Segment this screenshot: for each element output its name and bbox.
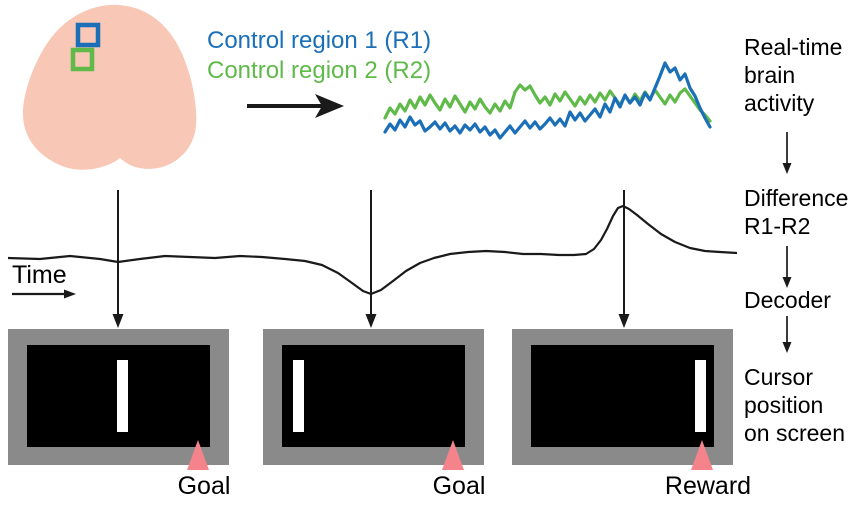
- flow-arrow-difference-to-decoder: [782, 246, 792, 288]
- flow-step-realtime-brain-activity: Real-time brain activity: [744, 34, 843, 116]
- flow-step-decoder: Decoder: [744, 287, 831, 313]
- cursor-bar: [293, 360, 304, 432]
- r1-activity-trace: [383, 61, 712, 140]
- flow-step-cursor-position: Cursor position on screen: [744, 364, 846, 446]
- goal-label-1: Goal: [177, 472, 231, 500]
- goal-marker-triangle-icon: [187, 440, 209, 470]
- brain-to-traces-arrow: [247, 94, 344, 118]
- timepoint-arrow-3: [618, 190, 630, 328]
- cursor-bar: [695, 360, 706, 432]
- task-screen-2: [263, 329, 484, 470]
- goal-label-2: Goal: [432, 472, 486, 500]
- flow-arrow-activity-to-difference: [782, 132, 792, 174]
- reward-marker-triangle-icon: [691, 440, 713, 470]
- difference-signal-curve: [7, 204, 738, 296]
- task-screen-1: [8, 329, 229, 470]
- r2-activity-trace: [383, 83, 712, 123]
- brain-outline: [22, 4, 197, 170]
- task-screen-3: [512, 329, 733, 470]
- control-region-2-marker: [70, 47, 95, 72]
- time-axis-label: Time: [12, 261, 67, 289]
- control-region-1-label: Control region 1 (R1): [207, 27, 432, 54]
- goal-marker-triangle-icon: [442, 440, 464, 470]
- screen-display: [27, 345, 210, 447]
- flow-arrow-decoder-to-cursor: [782, 316, 792, 353]
- timepoint-arrow-2: [365, 190, 377, 328]
- reward-label: Reward: [664, 472, 752, 500]
- time-axis-arrow: [12, 289, 76, 299]
- screen-display: [282, 345, 465, 447]
- control-region-1-marker: [75, 22, 101, 48]
- flow-step-difference-r1-r2: Difference R1-R2: [744, 185, 849, 239]
- cursor-bar: [117, 360, 128, 432]
- timepoint-arrow-1: [112, 190, 124, 328]
- screen-display: [531, 345, 714, 447]
- control-region-2-label: Control region 2 (R2): [207, 57, 432, 84]
